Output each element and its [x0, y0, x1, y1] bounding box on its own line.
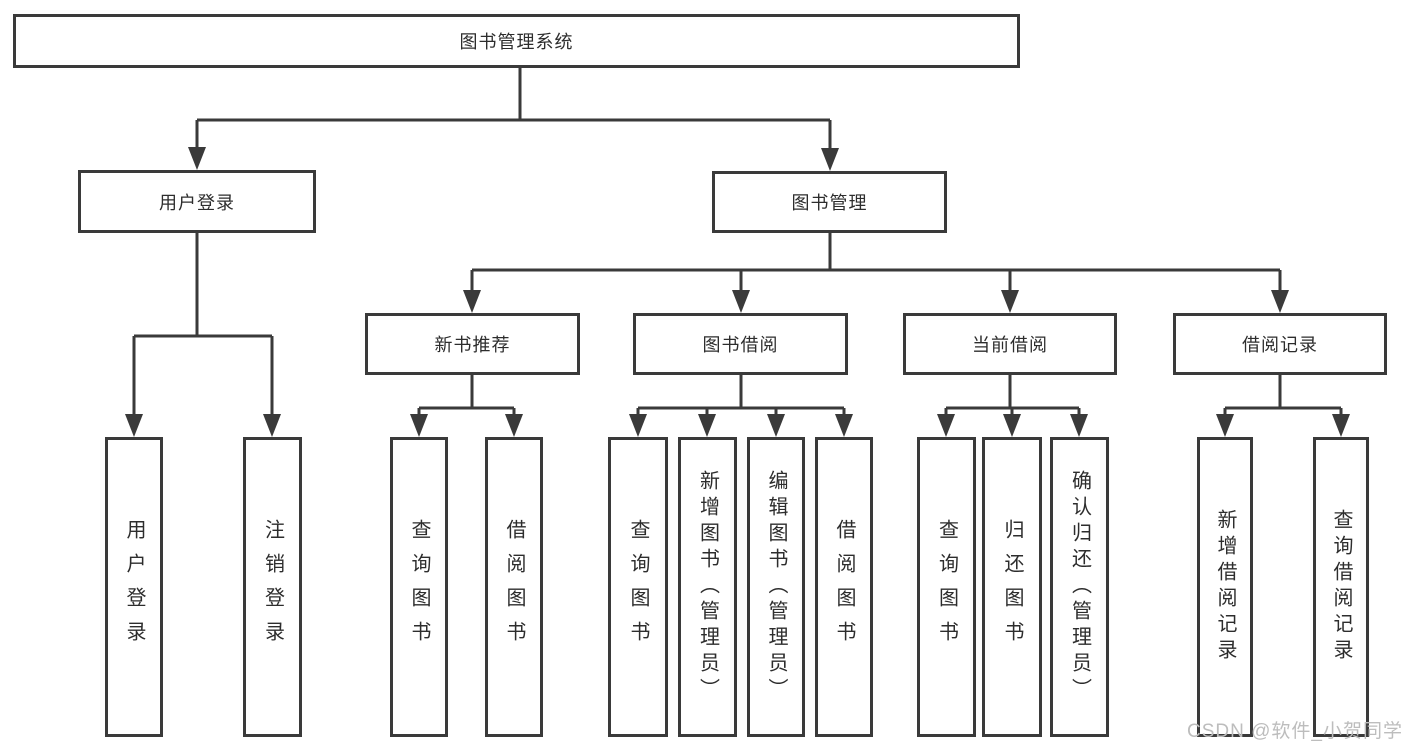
- node-book-management: 图书管理: [712, 171, 947, 233]
- node-borrow-records: 借阅记录: [1173, 313, 1387, 375]
- leaf-confirm-return-admin: 确认归还（管理员）: [1050, 437, 1109, 737]
- leaf-add-books-admin: 新增图书（管理员）: [678, 437, 737, 737]
- leaf-edit-books-admin: 编辑图书（管理员）: [747, 437, 805, 737]
- leaf-user-login: 用户登录: [105, 437, 163, 737]
- leaf-borrow-books-1: 借阅图书: [485, 437, 543, 737]
- node-current-borrowing: 当前借阅: [903, 313, 1117, 375]
- node-book-borrowing: 图书借阅: [633, 313, 848, 375]
- leaf-query-books-1: 查询图书: [390, 437, 448, 737]
- csdn-watermark: CSDN @软件_小贺同学: [1187, 721, 1403, 742]
- leaf-add-borrow-record: 新增借阅记录: [1197, 437, 1253, 737]
- node-library-system: 图书管理系统: [13, 14, 1020, 68]
- node-new-books: 新书推荐: [365, 313, 580, 375]
- arrowheads: [125, 147, 1350, 437]
- leaf-logout: 注销登录: [243, 437, 302, 737]
- leaf-query-borrow-record: 查询借阅记录: [1313, 437, 1369, 737]
- node-user-login: 用户登录: [78, 170, 316, 233]
- leaf-query-books-2: 查询图书: [608, 437, 668, 737]
- leaf-borrow-books-2: 借阅图书: [815, 437, 873, 737]
- leaf-return-books: 归还图书: [982, 437, 1042, 737]
- leaf-query-books-3: 查询图书: [917, 437, 976, 737]
